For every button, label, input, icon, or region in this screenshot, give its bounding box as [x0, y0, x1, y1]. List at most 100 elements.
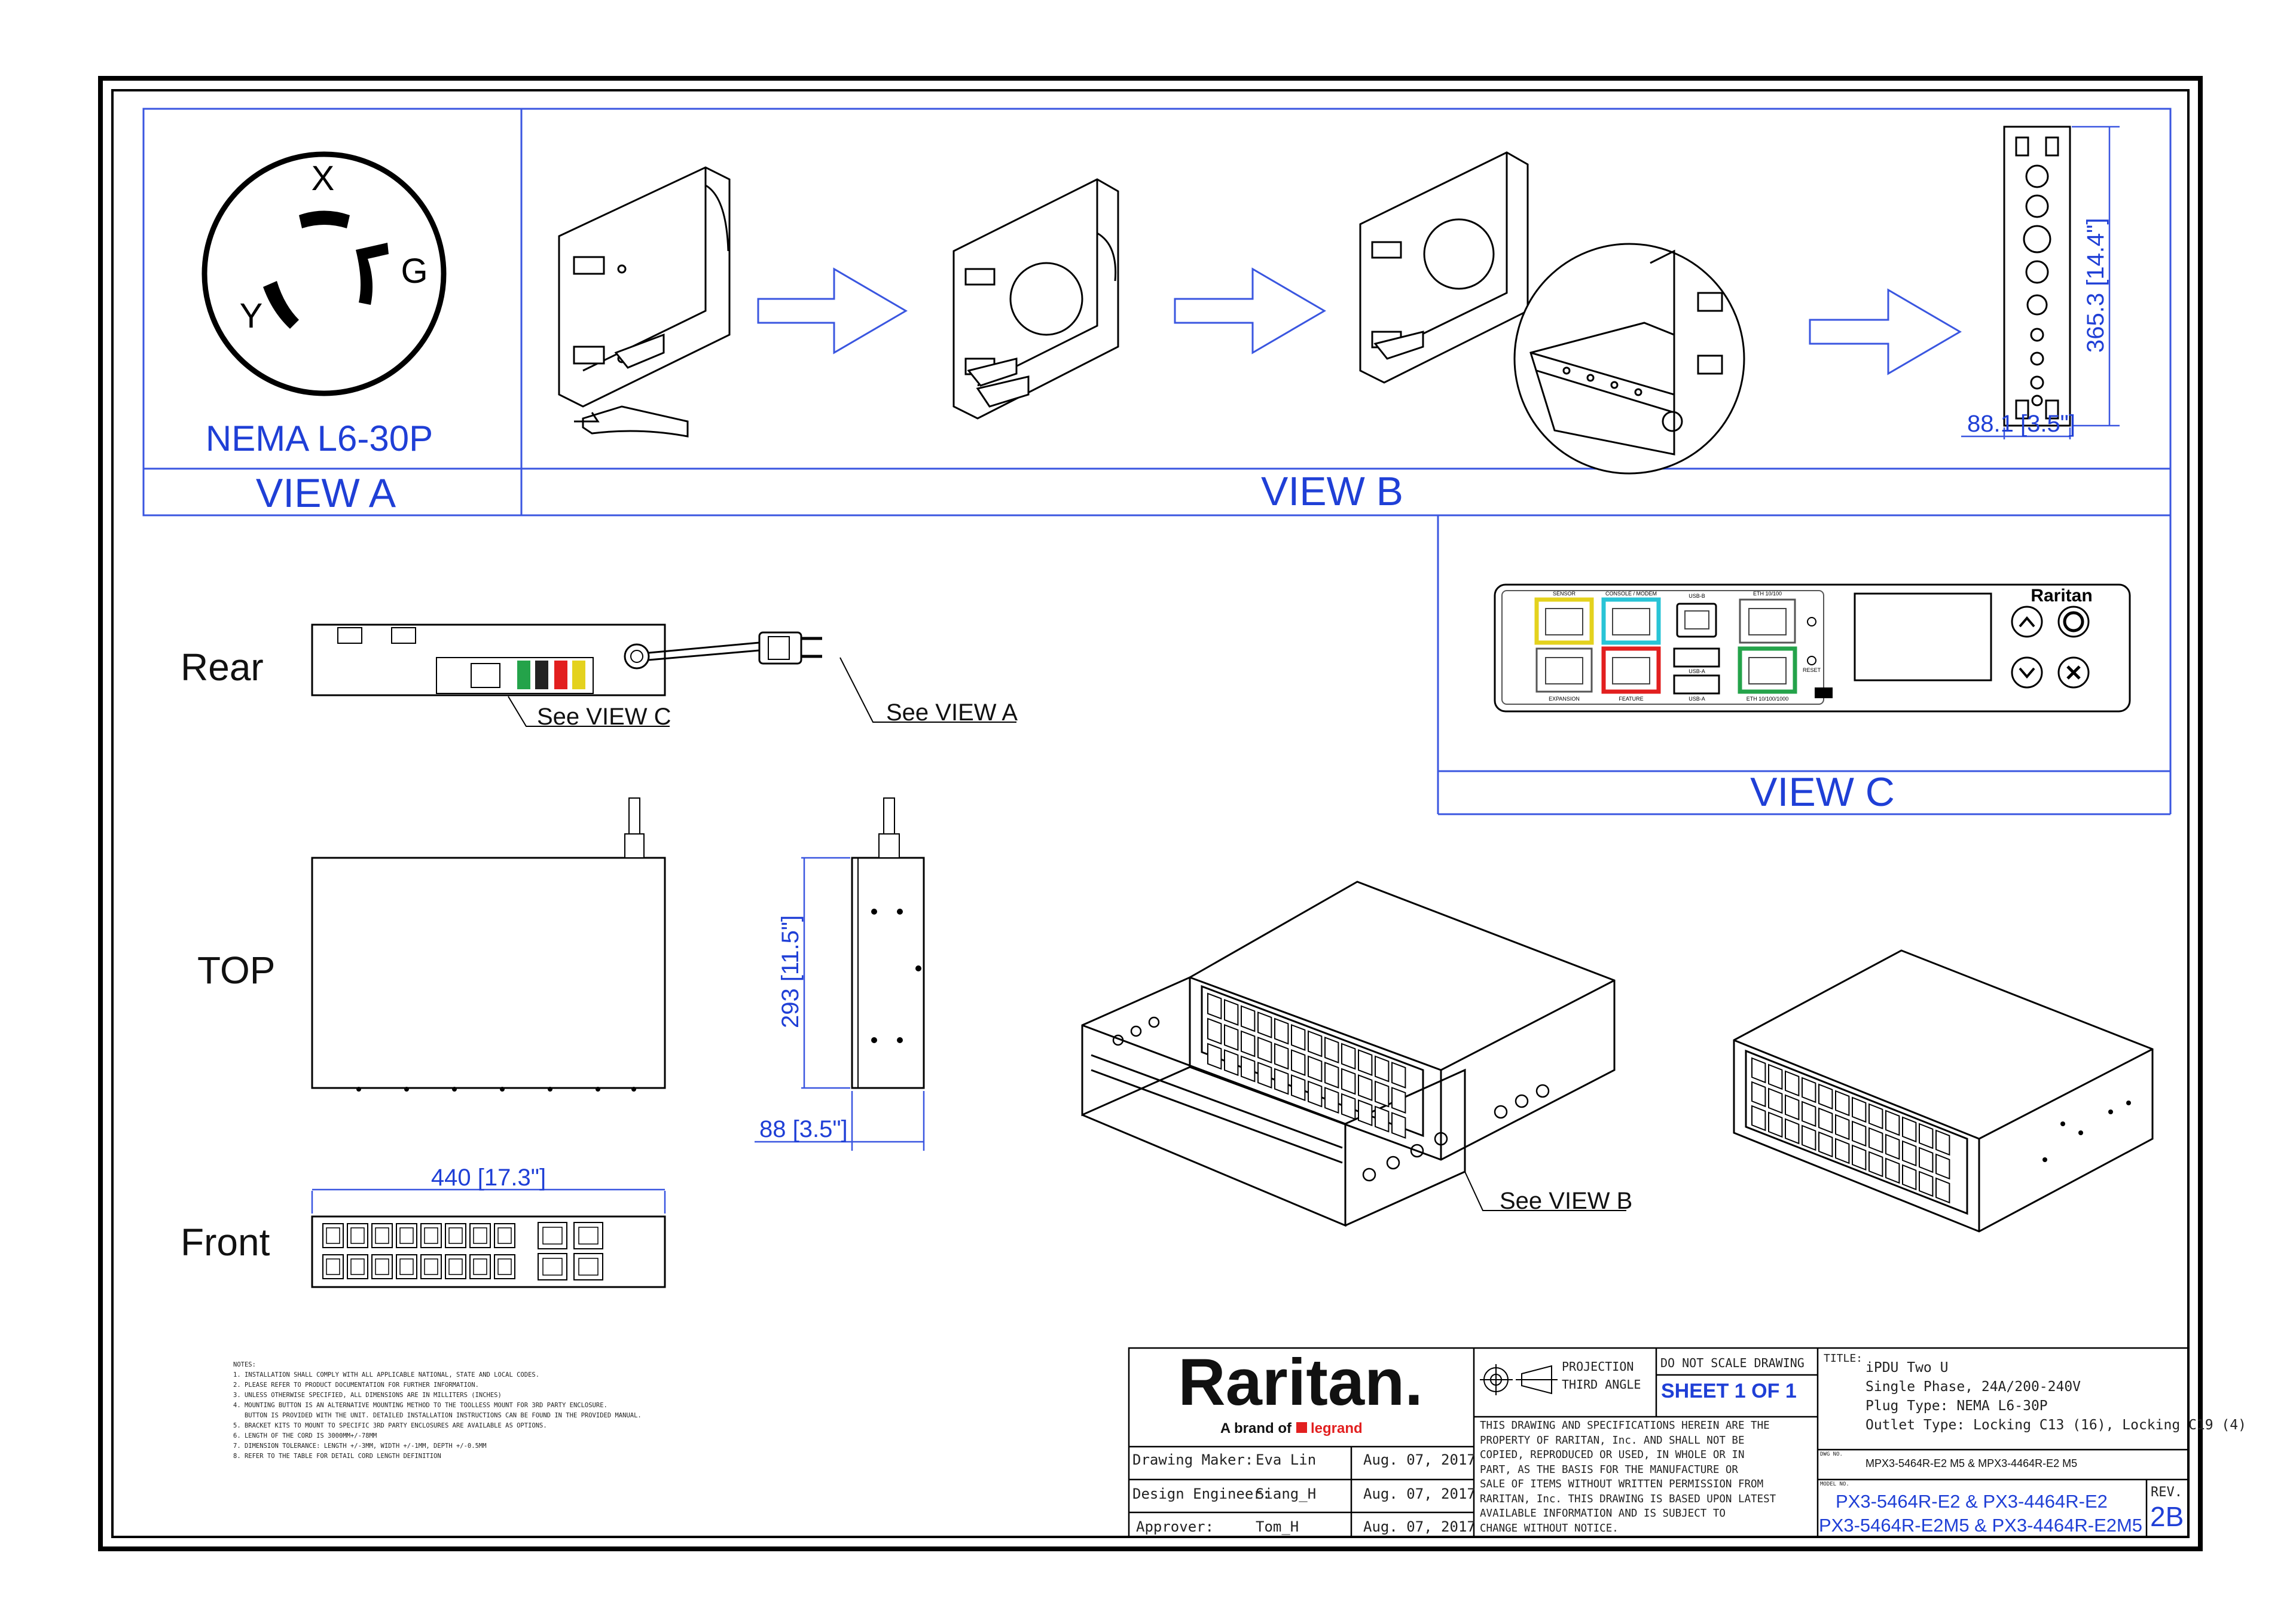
port-label-sensor: SENSOR — [1553, 591, 1576, 597]
c19-outlet — [573, 1253, 603, 1280]
disclaimer-line: SALE OF ITEMS WITHOUT WRITTEN PERMISSION… — [1480, 1478, 1764, 1490]
iso-outlet — [1274, 1017, 1289, 1045]
view-b-width-dim: 88.1 [3.5"] — [1967, 411, 2075, 437]
front-outlets — [322, 1222, 603, 1280]
iso-outlet — [1785, 1118, 1800, 1145]
side-height-dim: 293 [11.5"] — [777, 915, 804, 1028]
iso-outlet — [1852, 1120, 1867, 1147]
iso-outlet — [1375, 1055, 1390, 1083]
iso-outlet — [1257, 1011, 1272, 1038]
iso-outlet — [1257, 1037, 1272, 1063]
bracket-step-1 — [558, 166, 731, 438]
iso-outlet — [1868, 1151, 1883, 1178]
c13-outlet — [347, 1254, 368, 1279]
drawing-maker-name: Eva Lin — [1256, 1451, 1317, 1468]
c13-outlet — [445, 1254, 466, 1279]
iso-outlet — [1868, 1127, 1883, 1154]
port-label-expansion: EXPANSION — [1549, 696, 1580, 702]
iso-outlet — [1391, 1112, 1406, 1139]
port-label-usb-b: USB-B — [1689, 593, 1705, 599]
controller-panel — [1494, 583, 2131, 713]
note-line: 4. MOUNTING BUTTON IS AN ALTERNATIVE MOU… — [233, 1402, 607, 1409]
legrand-mark-icon — [1296, 1422, 1307, 1433]
leader-see-view-a — [839, 657, 1016, 723]
rear-view-drawing — [311, 623, 822, 696]
note-line: 3. UNLESS OTHERWISE SPECIFIED, ALL DIMEN… — [233, 1392, 502, 1399]
iso-outlet — [1885, 1109, 1900, 1136]
iso-outlet — [1375, 1080, 1390, 1108]
iso-outlet — [1835, 1114, 1850, 1141]
iso-outlet — [1852, 1096, 1867, 1123]
bracket-step-2 — [952, 178, 1119, 420]
bracket-zoom-detail — [1513, 243, 1745, 475]
nema-plug-face — [201, 151, 447, 396]
c13-outlet — [322, 1254, 344, 1279]
iso-outlet — [1291, 1049, 1306, 1076]
iso-outlet — [1241, 1055, 1256, 1083]
logo-sub-prefix: A brand of — [1220, 1420, 1292, 1436]
iso-outlet — [1768, 1087, 1783, 1114]
drawing-maker-label: Drawing Maker: — [1132, 1451, 1254, 1468]
iso-outlet — [1885, 1157, 1900, 1184]
iso-outlet — [1751, 1081, 1766, 1108]
drawing-maker-date: Aug. 07, 2017 — [1363, 1451, 1476, 1468]
iso-outlet — [1324, 1087, 1339, 1114]
iso-plain-screws — [2042, 1101, 2131, 1162]
title-line: Plug Type: NEMA L6-30P — [1866, 1398, 2048, 1414]
iso-outlet — [1257, 1062, 1272, 1089]
iso-outlet — [1818, 1083, 1833, 1110]
iso-outlet — [1291, 1024, 1306, 1051]
c13-outlet — [371, 1223, 393, 1248]
model-no-line-1: PX3-5464R-E2 & PX3-4464R-E2 — [1836, 1491, 2108, 1512]
title-block-frame — [1128, 1347, 2190, 1538]
iso-outlet — [1919, 1170, 1934, 1197]
iso-outlet — [1802, 1124, 1816, 1151]
iso-outlet — [1358, 1049, 1373, 1076]
approver-label: Approver: — [1136, 1518, 1214, 1535]
leader-see-view-b — [1464, 1171, 1626, 1211]
iso-outlet — [1818, 1107, 1833, 1134]
dwg-no-label: DWG NO. — [1820, 1451, 1843, 1457]
panel-port-labels: SENSOR CONSOLE / MODEM USB-B ETH 10/100 … — [1549, 591, 1821, 702]
disclaimer-line: CHANGE WITHOUT NOTICE. — [1480, 1522, 1619, 1535]
iso-outlet — [1391, 1062, 1406, 1089]
rev-label: REV. — [2151, 1485, 2182, 1500]
iso-outlet — [1308, 1080, 1323, 1108]
note-line: 5. BRACKET KITS TO MOUNT TO SPECIFIC 3RD… — [233, 1422, 547, 1429]
note-line: 7. DIMENSION TOLERANCE: LENGTH +/-3MM, W… — [233, 1442, 487, 1450]
iso-outlet — [1274, 1043, 1289, 1070]
iso-outlet — [1341, 1043, 1356, 1070]
iso-outlet — [1751, 1105, 1766, 1132]
iso-outlet — [1241, 1005, 1256, 1032]
view-b-height-dim: 365.3 [14.4"] — [2083, 218, 2109, 353]
see-view-a: See VIEW A — [886, 699, 1018, 726]
c13-outlet — [494, 1254, 515, 1279]
iso-outlet — [1852, 1144, 1867, 1171]
disclaimer-line: AVAILABLE INFORMATION AND IS SUBJECT TO — [1480, 1508, 1726, 1520]
disclaimer-line: COPIED, REPRODUCED OR USED, IN WHOLE OR … — [1480, 1449, 1745, 1461]
iso-outlet — [1919, 1123, 1934, 1150]
disclaimer-line: PART, AS THE BASIS FOR THE MANUFACTURE O… — [1480, 1463, 1738, 1476]
title-line: iPDU Two U — [1866, 1360, 1949, 1376]
view-ab-frame — [142, 108, 2172, 516]
iso-outlet — [1768, 1111, 1783, 1138]
iso-outlet — [1935, 1129, 1950, 1156]
pin-g-label: G — [401, 252, 428, 291]
iso-outlet — [1324, 1062, 1339, 1089]
iso-outlet-grid-2 — [1751, 1057, 1950, 1204]
c19-outlet — [538, 1253, 567, 1280]
iso-outlet — [1324, 1037, 1339, 1063]
side-width-dim: 88 [3.5"] — [759, 1116, 848, 1142]
leader-see-view-c — [508, 696, 670, 727]
disclaimer-line: THIS DRAWING AND SPECIFICATIONS HEREIN A… — [1480, 1420, 1770, 1432]
iso-outlet — [1358, 1099, 1373, 1126]
iso-outlet — [1935, 1177, 1950, 1204]
iso-outlet — [1224, 999, 1239, 1026]
front-dimension-line — [311, 1188, 666, 1214]
c19-outlet — [538, 1222, 567, 1249]
iso-outlet — [1902, 1116, 1917, 1143]
port-label-console: CONSOLE / MODEM — [1605, 591, 1657, 597]
port-label-eth-1000: ETH 10/100/1000 — [1747, 696, 1789, 702]
arrow-step-3 — [1809, 288, 1962, 375]
pin-x-label: X — [312, 159, 335, 198]
